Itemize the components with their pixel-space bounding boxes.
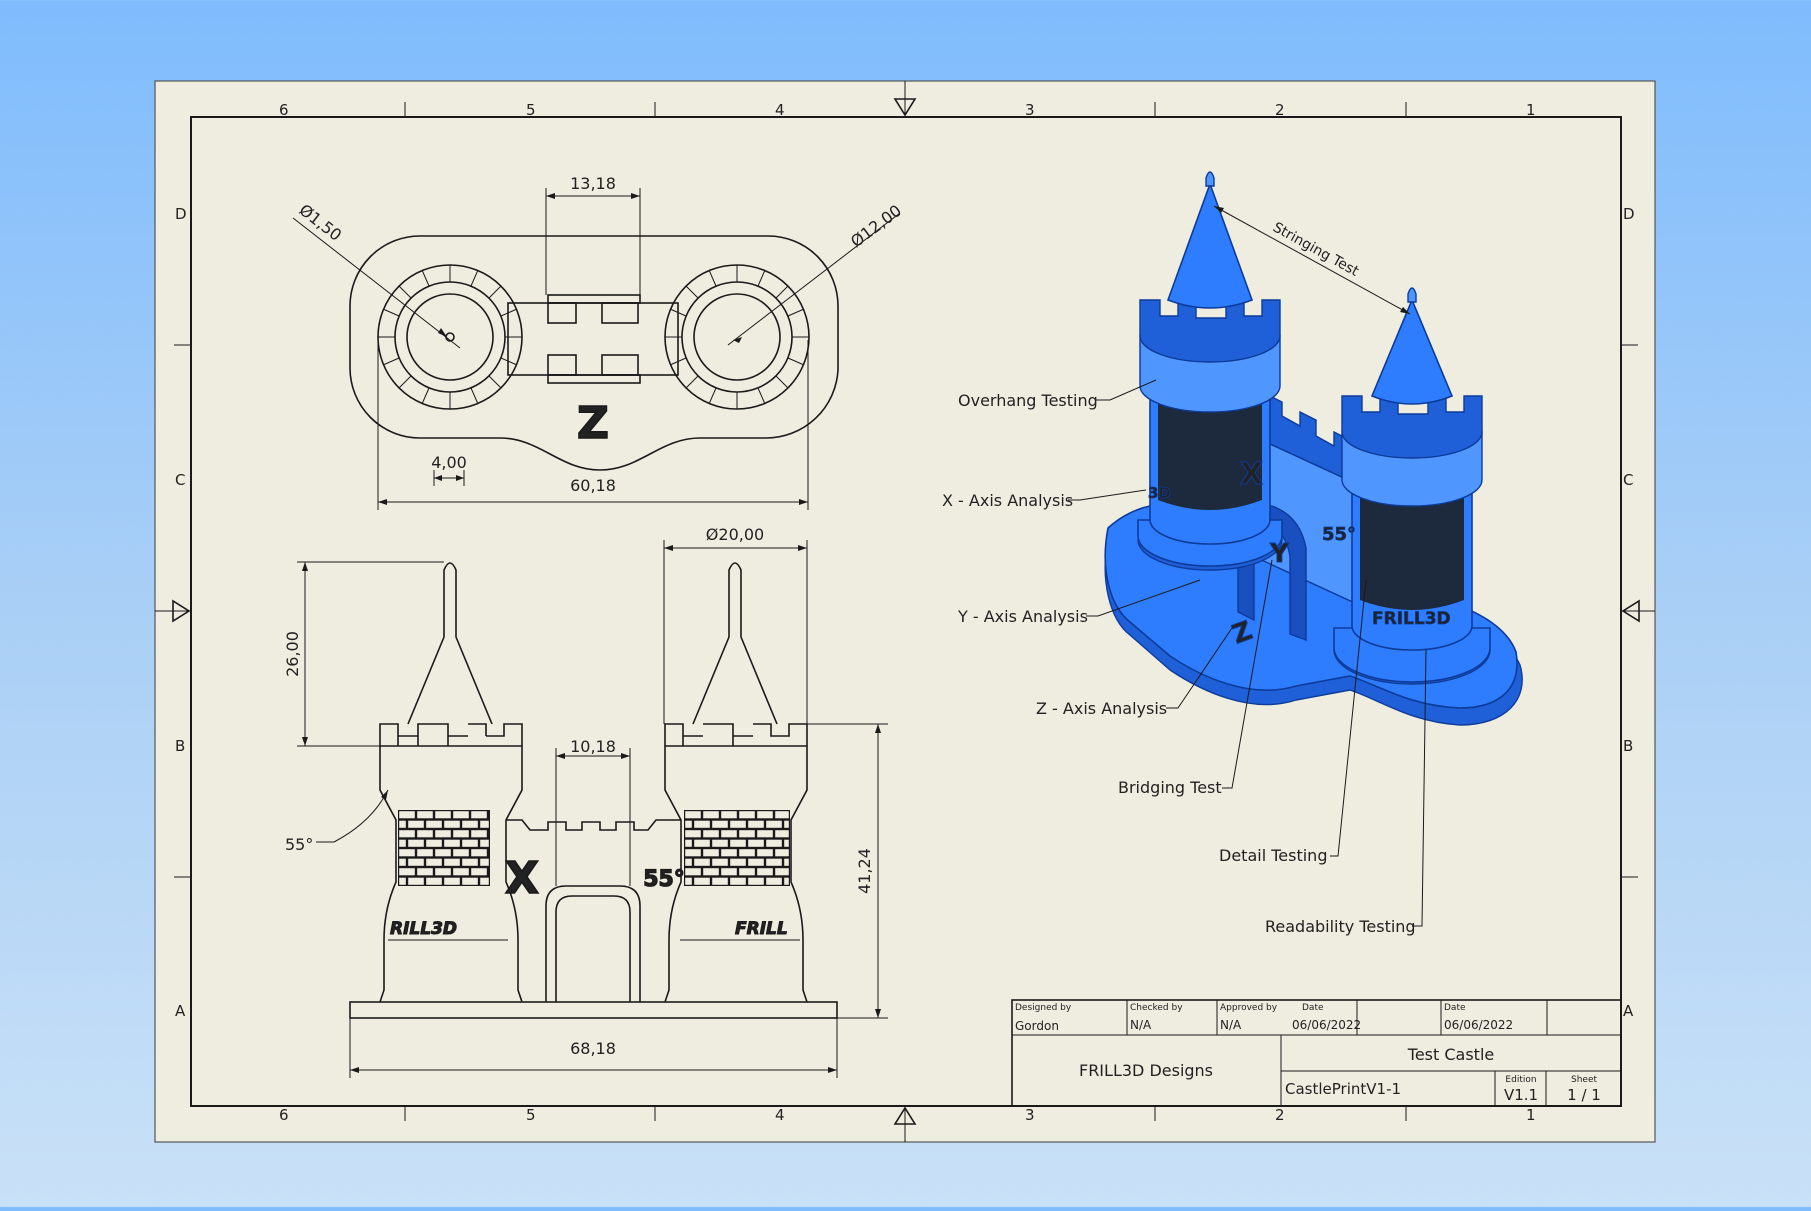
- iso-55-emboss: 55°: [1322, 524, 1356, 545]
- front-view-wall-top: [506, 819, 681, 831]
- front-view-base: [349, 1001, 838, 1019]
- callout-readability-testing: Readability Testing: [1265, 917, 1416, 936]
- callout-y-axis-analysis: Y - Axis Analysis: [957, 607, 1088, 626]
- zone-col-top-6: 6: [279, 101, 289, 119]
- zone-col-top-4: 4: [775, 101, 785, 119]
- tb-edition: V1.1: [1504, 1086, 1538, 1104]
- title-block: Designed by Gordon Checked by N/A Approv…: [1011, 999, 1622, 1107]
- dim-13-18: 13,18: [570, 174, 616, 193]
- zone-row-right-A: A: [1623, 1002, 1634, 1020]
- tb-checked-by-label: Checked by: [1130, 1003, 1183, 1013]
- zone-col-bottom-3: 3: [1025, 1106, 1035, 1124]
- front-view-arrowheads: [302, 545, 881, 1073]
- dim-26-00: 26,00: [283, 631, 302, 677]
- callout-x-axis-analysis: X - Axis Analysis: [942, 491, 1073, 510]
- front-view-right-tower: [664, 745, 808, 1003]
- iso-x-emboss: X: [1240, 457, 1263, 492]
- zone-col-bottom-2: 2: [1275, 1106, 1285, 1124]
- callout-detail-testing: Detail Testing: [1219, 846, 1327, 865]
- tb-checked-by: N/A: [1130, 1018, 1152, 1032]
- front-view-55-emboss: 55°: [643, 867, 685, 892]
- top-view-left-tower: [377, 264, 523, 410]
- front-view-left-bricks: [398, 810, 490, 886]
- zone-col-bottom-4: 4: [775, 1106, 785, 1124]
- dim-10-18: 10,18: [570, 737, 616, 756]
- zone-row-left-D: D: [175, 205, 187, 223]
- dim-68-18: 68,18: [570, 1039, 616, 1058]
- top-view-arrowheads: [378, 193, 808, 505]
- tb-sheet-label: Sheet: [1571, 1075, 1597, 1085]
- tb-date-label-2: Date: [1444, 1003, 1466, 1013]
- top-view-z-emboss: Z: [577, 398, 609, 449]
- tb-title: Test Castle: [1407, 1045, 1494, 1064]
- zone-col-top-5: 5: [526, 101, 536, 119]
- callout-overhang-testing: Overhang Testing: [958, 391, 1098, 410]
- zone-row-right-C: C: [1623, 471, 1633, 489]
- front-view-brand-right: FRILL: [735, 919, 788, 939]
- tb-designed-by-label: Designed by: [1015, 1003, 1072, 1013]
- tb-date-2: 06/06/2022: [1444, 1018, 1513, 1032]
- callout-z-axis-analysis: Z - Axis Analysis: [1036, 699, 1167, 718]
- dim-41-24: 41,24: [855, 848, 874, 894]
- iso-3d-emboss: 3D: [1148, 484, 1171, 502]
- dim-diameter-20-00: Ø20,00: [706, 525, 764, 544]
- front-view-brand-left: RILL3D: [390, 919, 457, 939]
- top-view-right-tower: [664, 264, 810, 410]
- zone-col-bottom-6: 6: [279, 1106, 289, 1124]
- tb-edition-label: Edition: [1505, 1075, 1536, 1085]
- front-view-gate-inner: [555, 895, 631, 1002]
- top-view-dimension-lines: [292, 188, 901, 510]
- tb-file: CastlePrintV1-1: [1285, 1080, 1401, 1098]
- callout-bridging-test: Bridging Test: [1118, 778, 1222, 797]
- dim-4-00: 4,00: [431, 453, 467, 472]
- tb-approved-by-label: Approved by: [1220, 1003, 1278, 1013]
- top-view-base-outline: [349, 235, 839, 471]
- iso-left-tower: [1137, 171, 1283, 571]
- front-view-left-spire: [407, 562, 493, 725]
- zone-col-top-1: 1: [1526, 101, 1536, 119]
- center-mark-arrows: [172, 98, 1640, 1125]
- zone-col-bottom-5: 5: [526, 1106, 536, 1124]
- zone-col-top-2: 2: [1275, 101, 1285, 119]
- tb-approved-by: N/A: [1220, 1018, 1242, 1032]
- iso-y-emboss: Y: [1269, 539, 1290, 569]
- iso-right-tower: [1333, 287, 1491, 685]
- iso-leader-lines: [1068, 205, 1427, 927]
- front-view-right-bricks: [684, 810, 790, 886]
- zone-row-right-D: D: [1623, 205, 1635, 223]
- front-view-right-crenels: [664, 723, 808, 746]
- front-view: X 55° RILL3D FRILL Ø20,00: [283, 525, 888, 1078]
- zone-row-left-C: C: [175, 471, 185, 489]
- isometric-view: X Y Z 55° FRILL3D 3D Stringing Test Over…: [942, 171, 1523, 936]
- dim-angle-55: 55°: [285, 835, 313, 854]
- tb-date-label-1: Date: [1302, 1003, 1324, 1013]
- front-view-left-tower: [379, 745, 523, 1003]
- tb-company: FRILL3D Designs: [1079, 1061, 1213, 1080]
- zone-row-right-B: B: [1623, 737, 1633, 755]
- tb-date-1: 06/06/2022: [1292, 1018, 1361, 1032]
- zone-row-left-B: B: [175, 737, 185, 755]
- zone-row-left-A: A: [175, 1002, 186, 1020]
- front-view-x-emboss: X: [505, 853, 539, 904]
- tb-sheet: 1 / 1: [1567, 1086, 1601, 1104]
- tb-designed-by: Gordon: [1015, 1019, 1059, 1033]
- zone-col-top-3: 3: [1025, 101, 1035, 119]
- front-view-right-spire: [692, 562, 778, 725]
- front-view-gate-outer: [545, 885, 641, 1002]
- front-view-dimension-lines: [297, 540, 888, 1078]
- front-view-left-crenels: [379, 723, 523, 746]
- iso-frill3d-emboss: FRILL3D: [1372, 609, 1451, 629]
- zone-col-bottom-1: 1: [1526, 1106, 1536, 1124]
- dim-60-18: 60,18: [570, 476, 616, 495]
